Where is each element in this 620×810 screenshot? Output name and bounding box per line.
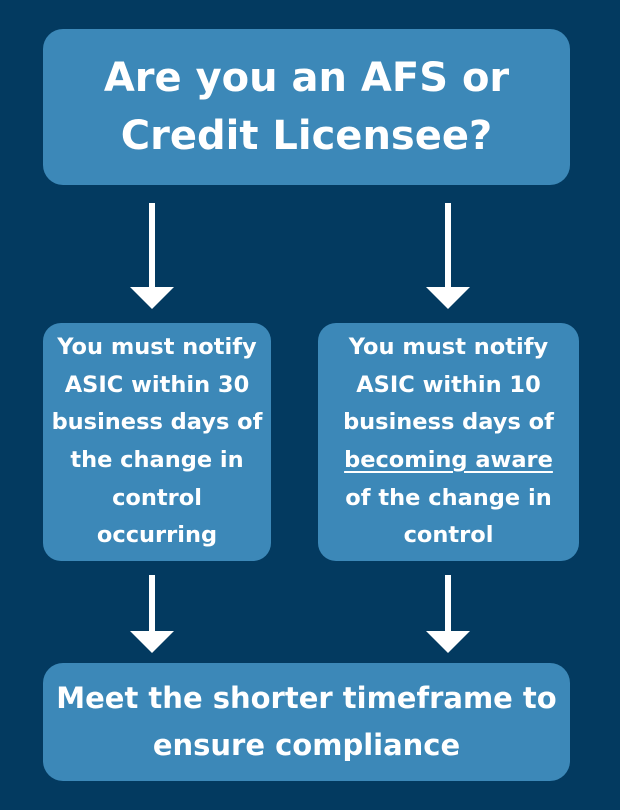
question-line-2: Credit Licensee?	[120, 113, 493, 159]
left-box-line: business days of	[51, 409, 263, 436]
arrow-down-icon	[130, 575, 174, 685]
arrow-down-icon	[426, 203, 470, 313]
left-box-line: You must notify	[57, 334, 257, 361]
left-box-line: control	[112, 484, 202, 511]
outcome-line-2: ensure compliance	[152, 728, 461, 762]
outcome-line-1: Meet the shorter timeframe to	[56, 681, 557, 715]
question-box: Are you an AFS or Credit Licensee?	[43, 29, 570, 185]
ten-day-box: You must notify ASIC within 10 business …	[318, 323, 579, 561]
right-box-line: ASIC within 10	[356, 371, 541, 398]
right-box-line: business days of	[343, 409, 554, 436]
thirty-day-box: You must notify ASIC within 30 business …	[43, 323, 271, 561]
question-line-1: Are you an AFS or	[103, 55, 510, 101]
left-box-line: occurring	[96, 522, 218, 549]
arrow-down-icon	[426, 575, 470, 685]
outcome-box: Meet the shorter timeframe to ensure com…	[43, 663, 570, 781]
right-box-line: You must notify	[348, 334, 549, 361]
left-box-line: ASIC within 30	[64, 371, 250, 398]
right-box-line: control	[403, 522, 494, 549]
left-box-line: the change in	[70, 447, 244, 473]
right-box-line: of the change in	[345, 484, 552, 511]
becoming-aware-emphasis: becoming aware	[344, 447, 553, 473]
arrow-down-icon	[130, 203, 174, 313]
